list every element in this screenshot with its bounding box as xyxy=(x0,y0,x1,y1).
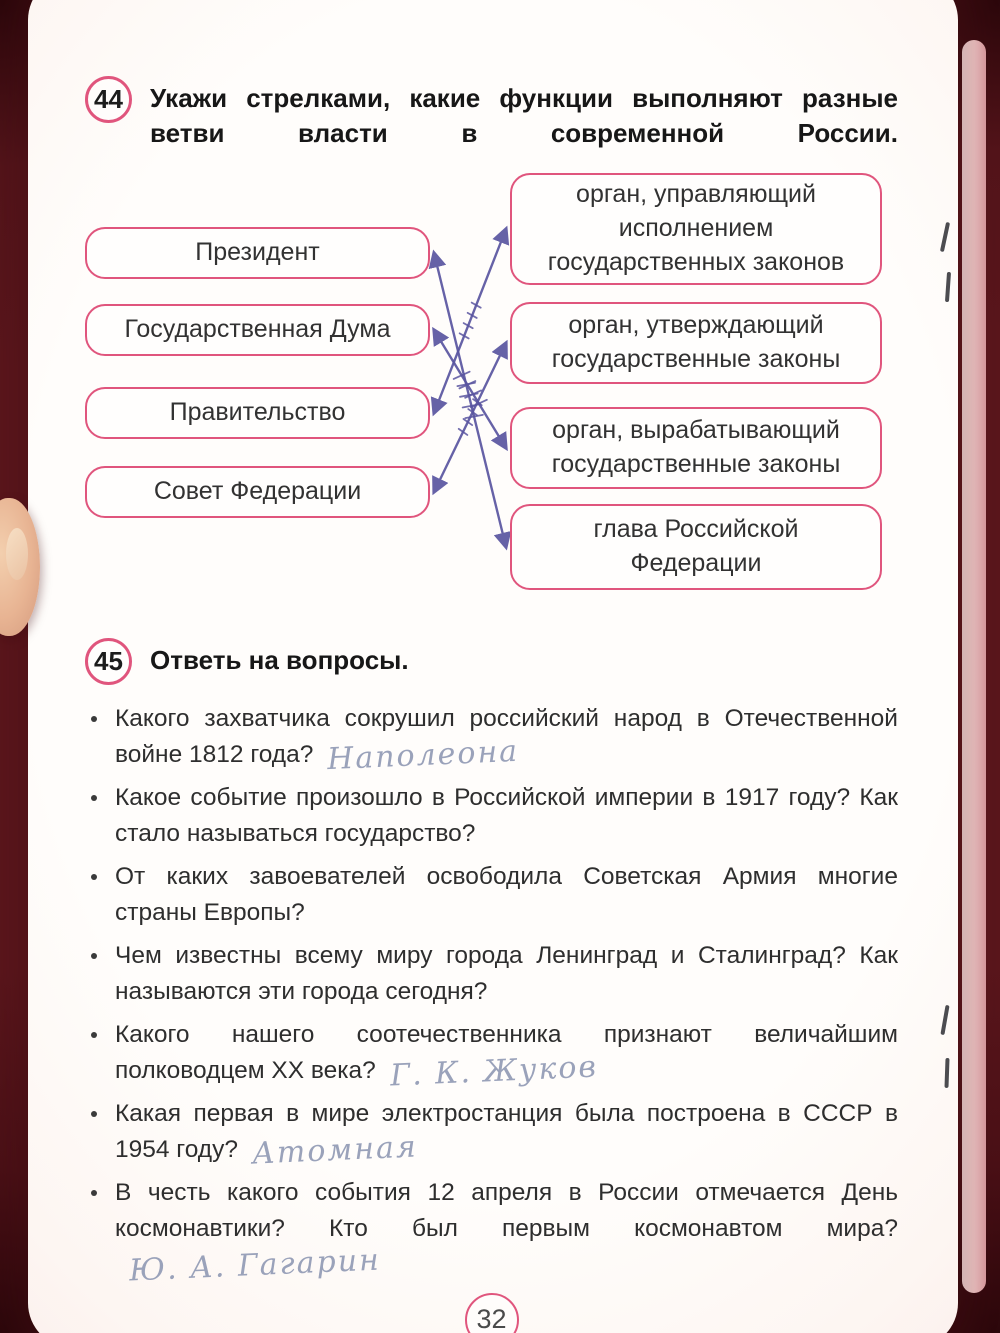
left-box: Государственная Дума xyxy=(85,303,430,356)
handwritten-answer: Г. К. Жуков xyxy=(389,1049,599,1094)
left-box: Правительство xyxy=(85,386,430,439)
question-text: Какого захватчика сокрушил российский на… xyxy=(115,704,898,768)
question-item: Какого захватчика сокрушил российский на… xyxy=(85,701,898,777)
page-stack-edge xyxy=(962,40,986,1293)
question-item: Чем известны всему миру города Ленинград… xyxy=(85,938,898,1010)
task-44-title: Укажи стрелками, какие функции выполняют… xyxy=(150,83,898,148)
question-text: Какого нашего соотечественника признают … xyxy=(115,1020,898,1084)
page-number: 32 xyxy=(464,1292,519,1333)
question-item: В честь какого события 12 апреля в Росси… xyxy=(85,1175,898,1289)
left-box: Совет Федерации xyxy=(85,465,430,518)
workbook-page: 44 Укажи стрелками, какие функции выполн… xyxy=(28,0,958,1333)
question-text: В честь какого события 12 апреля в Росси… xyxy=(115,1178,898,1242)
question-item: Какая первая в мире электростанция была … xyxy=(85,1096,898,1172)
question-text: Какая первая в мире электростанция была … xyxy=(115,1099,898,1163)
match-area: Президент Государственная Дума Правитель… xyxy=(85,171,898,613)
right-box: глава Российской Федерации xyxy=(510,503,882,590)
right-box: орган, утверждающий государственные зако… xyxy=(510,301,882,384)
question-list: Какого захватчика сокрушил российский на… xyxy=(85,701,898,1289)
task-44: 44 Укажи стрелками, какие функции выполн… xyxy=(85,75,898,613)
question-text: Какое событие произошло в Российской имп… xyxy=(115,783,898,847)
question-text: От каких завоевателей освободила Советск… xyxy=(115,862,898,926)
task-45-header: 45 Ответь на вопросы. xyxy=(85,637,898,685)
task-45: 45 Ответь на вопросы. Какого захватчика … xyxy=(85,637,898,1289)
right-box: орган, управляющий исполнением государст… xyxy=(510,172,882,285)
handwritten-answer: Ю. А. Гагарин xyxy=(128,1242,382,1289)
question-item: Какого нашего соотечественника признают … xyxy=(85,1017,898,1094)
left-box: Президент xyxy=(85,226,430,279)
question-item: Какое событие произошло в Российской имп… xyxy=(85,780,898,852)
handwritten-answer: Наполеона xyxy=(326,733,521,777)
right-box: орган, вырабатывающий государственные за… xyxy=(510,406,882,489)
task-44-header: 44 Укажи стрелками, какие функции выполн… xyxy=(85,75,898,151)
task-number-badge: 45 xyxy=(85,637,132,685)
handwritten-answer: Атомная xyxy=(251,1129,419,1172)
fingernail xyxy=(6,528,28,580)
task-number-badge: 44 xyxy=(85,76,132,123)
task-45-title: Ответь на вопросы. xyxy=(150,644,409,675)
question-text: Чем известны всему миру города Ленинград… xyxy=(115,941,898,1005)
question-item: От каких завоевателей освободила Советск… xyxy=(85,859,898,931)
